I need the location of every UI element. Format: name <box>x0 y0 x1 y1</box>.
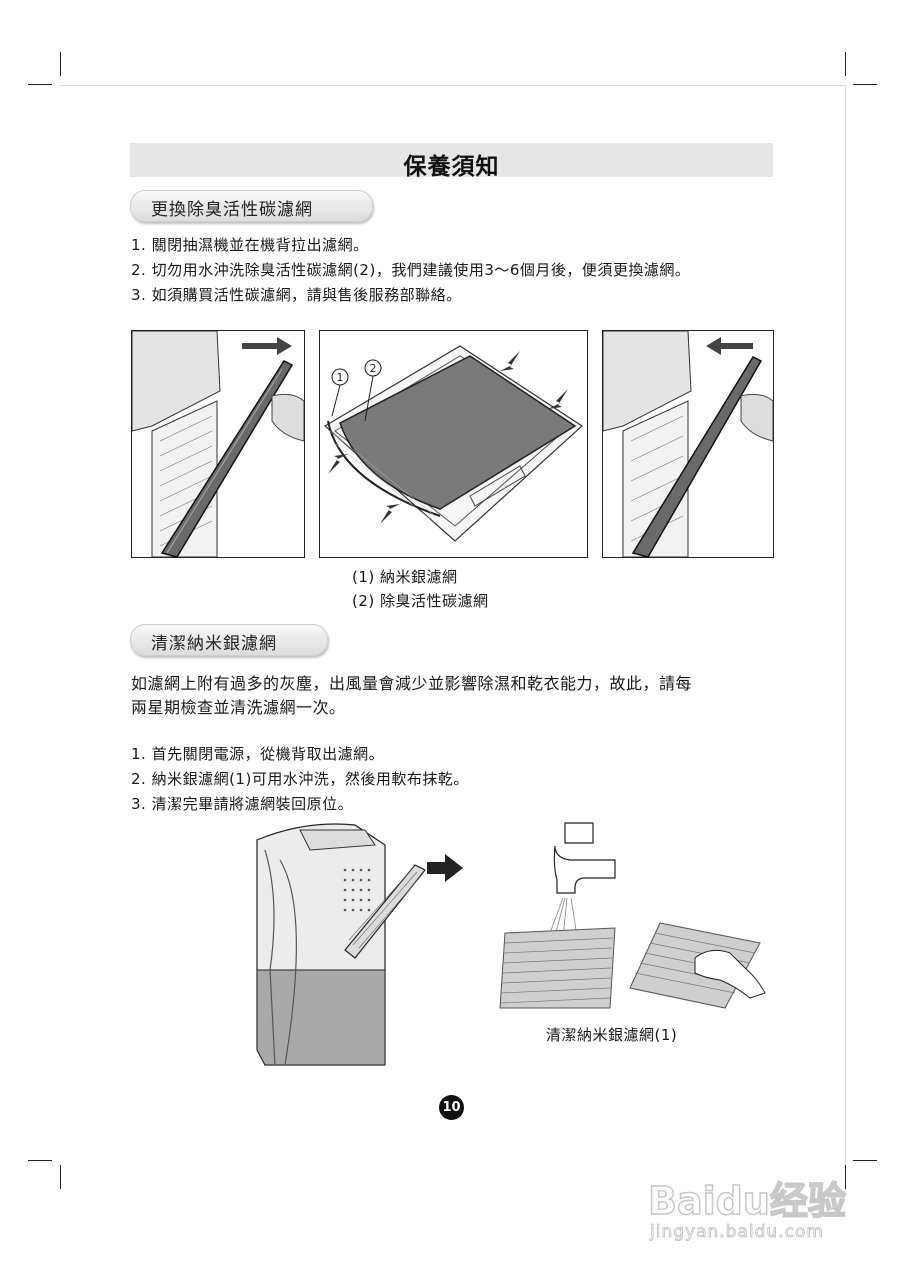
crop-mark <box>60 1165 61 1189</box>
page-border-top <box>60 85 845 86</box>
page-border-right <box>845 85 846 1165</box>
crop-mark <box>845 52 846 76</box>
page-title: 保養須知 <box>403 154 500 180</box>
crop-mark <box>853 84 877 85</box>
figure-washing-filter <box>495 818 770 1013</box>
paragraph-line: 如濾網上附有過多的灰塵，出風量會減少並影響除濕和乾衣能力，故此，請每 <box>131 674 693 693</box>
figure-caption-cleaning: 清潔納米銀濾網(1) <box>546 1026 678 1044</box>
section-heading-nano-filter: 清潔納米銀濾網 <box>130 624 328 656</box>
page-number: 10 <box>439 1095 464 1120</box>
figure-filter-layers: 1 2 <box>319 330 588 558</box>
step-line: 3. 清潔完畢請將濾網裝回原位。 <box>131 795 354 813</box>
callout-2: 2 <box>370 362 377 375</box>
crop-mark <box>28 84 52 85</box>
page-title-bar: 保養須知 <box>130 143 773 180</box>
step-line: 2. 切勿用水沖洗除臭活性碳濾網(2)，我們建議使用3～6個月後，便須更換濾網。 <box>131 261 691 279</box>
figure-insert-filter <box>602 330 774 558</box>
callout-1: 1 <box>337 371 344 384</box>
step-line: 1. 關閉抽濕機並在機背拉出濾網。 <box>131 236 369 254</box>
crop-mark <box>845 1165 846 1189</box>
step-line: 2. 納米銀濾網(1)可用水沖洗，然後用軟布抹乾。 <box>131 770 469 788</box>
caption-nano-silver: (1) 納米銀濾網 <box>352 568 458 586</box>
crop-mark <box>853 1160 877 1161</box>
watermark-url: jingyan.baidu.com <box>650 1222 824 1243</box>
paragraph-line: 兩星期檢查並清洗濾網一次。 <box>131 698 346 717</box>
figure-dehumidifier <box>245 820 465 1070</box>
caption-carbon: (2) 除臭活性碳濾網 <box>352 592 489 610</box>
section-heading-carbon-filter: 更換除臭活性碳濾網 <box>130 190 373 222</box>
crop-mark <box>60 52 61 76</box>
figure-remove-filter <box>131 330 305 558</box>
step-line: 3. 如須購買活性碳濾網，請與售後服務部聯絡。 <box>131 286 462 304</box>
watermark-logo: Baidu经验 <box>647 1178 846 1224</box>
step-line: 1. 首先關閉電源，從機背取出濾網。 <box>131 745 385 763</box>
crop-mark <box>28 1160 52 1161</box>
